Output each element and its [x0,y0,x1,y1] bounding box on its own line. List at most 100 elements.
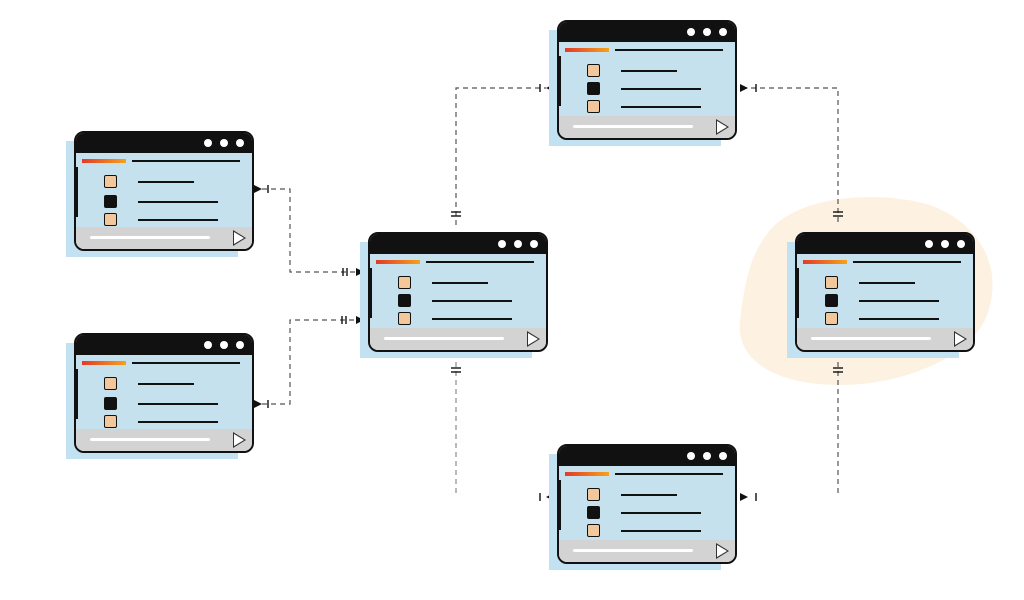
window-dot-icon [498,240,506,248]
window-dot-icon [703,28,711,36]
window-frame [368,232,548,352]
checkbox-filled-icon [104,195,117,208]
side-line [76,369,78,419]
checkbox-filled-icon [398,294,411,307]
headline-line [132,160,240,162]
play-icon-fill [717,545,727,557]
window-bottom [549,444,737,570]
window-dot-icon [925,240,933,248]
text-line [138,383,194,385]
window-footer [559,116,735,138]
checkbox-icon [104,213,117,226]
window-titlebar [559,22,735,42]
text-line [859,318,939,320]
window-dot-icon [719,452,727,460]
play-icon-fill [955,333,965,345]
side-line [797,268,799,318]
window-top [549,20,737,146]
window-dot-icon [687,452,695,460]
window-frame [557,444,737,564]
window-center [360,232,548,358]
window-titlebar [559,446,735,466]
play-icon-fill [717,121,727,133]
headline-line [426,261,534,263]
accent-bar [803,260,847,264]
footer-bar [384,337,504,340]
connectors [262,87,839,495]
window-frame [795,232,975,352]
footer-bar [573,125,693,128]
window-dot-icon [687,28,695,36]
accent-bar [82,159,126,163]
play-icon-fill [528,333,538,345]
text-line [621,70,677,72]
window-dot-icon [204,341,212,349]
text-line [138,181,194,183]
side-line [559,480,561,530]
window-right [787,232,975,358]
checkbox-icon [587,64,600,77]
window-frame [74,333,254,453]
checkbox-filled-icon [825,294,838,307]
connector-center-top [455,87,546,225]
window-dot-icon [719,28,727,36]
text-line [138,219,218,221]
text-line [138,403,218,405]
window-dot-icon [957,240,965,248]
checkbox-icon [104,415,117,428]
arrowhead-top-right [740,84,748,92]
text-line [859,282,915,284]
side-line [370,268,372,318]
cardinality-marks [267,84,843,501]
checkbox-icon [398,276,411,289]
window-titlebar [370,234,546,254]
text-line [621,530,701,532]
connector-top-right [742,87,839,225]
window-frame [74,131,254,251]
text-line [138,421,218,423]
checkbox-icon [398,312,411,325]
side-line [559,56,561,106]
play-icon-fill [234,232,244,244]
window-dot-icon [514,240,522,248]
window-dot-icon [530,240,538,248]
text-line [432,282,488,284]
accent-bar [565,48,609,52]
checkbox-filled-icon [104,397,117,410]
window-titlebar [76,335,252,355]
footer-bar [573,549,693,552]
window-titlebar [76,133,252,153]
checkbox-icon [825,276,838,289]
window-footer [370,328,546,350]
text-line [432,318,512,320]
text-line [621,494,677,496]
arrowhead-left-top [254,185,262,193]
window-titlebar [797,234,973,254]
checkbox-icon [587,524,600,537]
accent-bar [82,361,126,365]
connector-left-bottom [262,319,356,405]
accent-bar [376,260,420,264]
window-dot-icon [204,139,212,147]
headline-line [132,362,240,364]
checkbox-filled-icon [587,506,600,519]
arrowhead-bottom-right [740,493,748,501]
accent-bar [565,472,609,476]
connector-left-top [262,188,356,273]
headline-line [615,473,723,475]
window-left-top [66,131,254,257]
headline-line [853,261,961,263]
window-footer [559,540,735,562]
window-frame [557,20,737,140]
footer-bar [90,438,210,441]
play-icon-fill [234,434,244,446]
checkbox-icon [587,100,600,113]
text-line [621,88,701,90]
side-line [76,167,78,217]
checkbox-icon [104,175,117,188]
footer-bar [90,236,210,239]
window-dot-icon [941,240,949,248]
arrowhead-left-bottom [254,400,262,408]
text-line [859,300,939,302]
text-line [138,201,218,203]
